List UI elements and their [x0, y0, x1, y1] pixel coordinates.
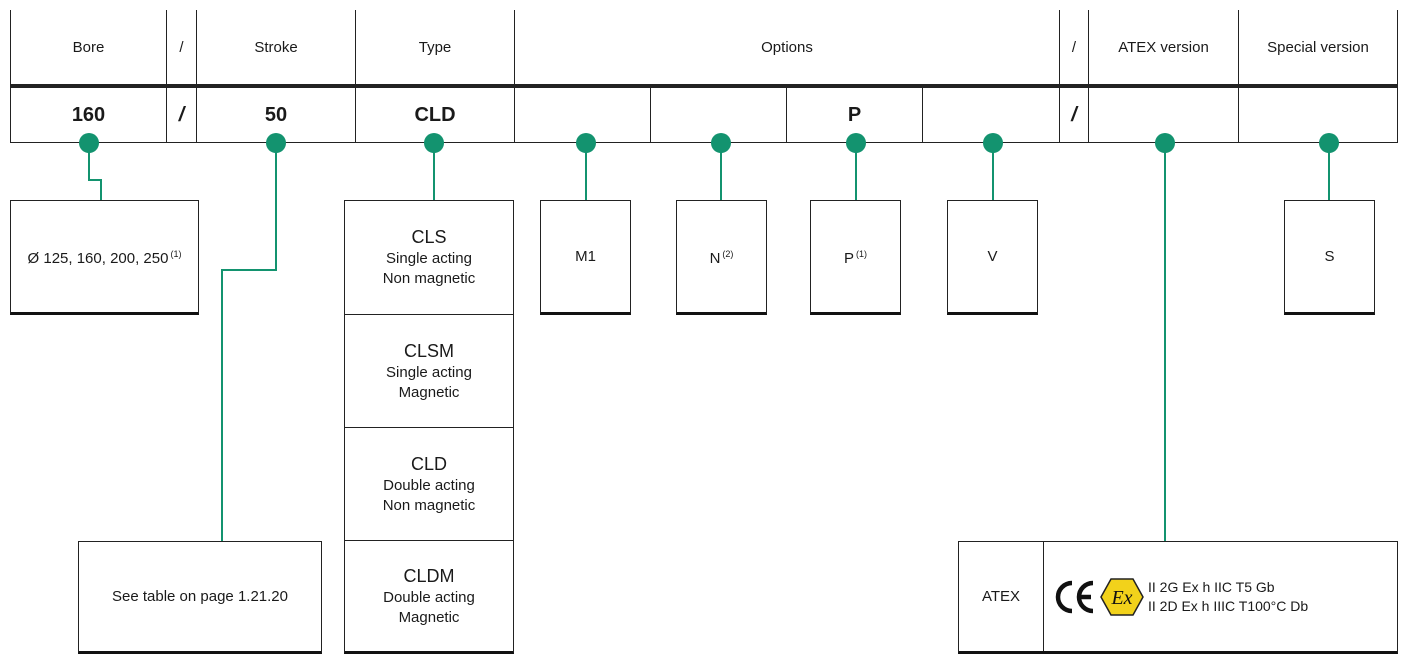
ce-mark-icon: [1055, 580, 1094, 613]
header-special-version: Special version: [1267, 38, 1369, 56]
code-separator: /: [178, 103, 185, 126]
header-atex-version: ATEX version: [1118, 38, 1209, 56]
header-separator: /: [1071, 38, 1077, 56]
option-n-box: N(2): [676, 200, 767, 315]
atex-marking-cell: Ex II 2G Ex h IIC T5 Gb II 2D Ex h IIIC …: [1044, 542, 1397, 651]
header-separator: /: [179, 38, 184, 56]
type-option-cldm: CLDM Double acting Magnetic: [344, 541, 514, 654]
footnote-ref: (1): [170, 249, 182, 259]
connector-dot: [424, 133, 444, 153]
option-label: N(2): [709, 249, 734, 267]
type-option-cls: CLS Single acting Non magnetic: [344, 200, 514, 315]
connector-line: [88, 179, 102, 181]
code-special: [1239, 88, 1397, 142]
type-description: Double acting: [383, 588, 475, 606]
ex-mark-text: Ex: [1110, 587, 1132, 609]
special-label: S: [1324, 248, 1335, 265]
type-description: Non magnetic: [382, 270, 476, 287]
connector-line: [100, 179, 102, 200]
grid-line: [166, 10, 167, 143]
connector-line: [433, 143, 435, 200]
connector-dot: [983, 133, 1003, 153]
connector-dot: [711, 133, 731, 153]
atex-gas-marking: II 2G Ex h IIC T5 Gb: [1148, 578, 1275, 595]
grid-line: [1397, 10, 1398, 143]
connector-line: [88, 143, 90, 181]
type-description: Single acting: [386, 250, 472, 267]
option-m1-box: M1: [540, 200, 631, 315]
code-bore: 160: [71, 103, 106, 126]
type-description: Non magnetic: [382, 496, 476, 514]
special-version-box: S: [1284, 200, 1375, 315]
connector-dot: [846, 133, 866, 153]
type-code: CLD: [410, 453, 447, 474]
code-type: CLD: [414, 103, 456, 126]
code-stroke: 50: [264, 103, 288, 126]
connector-dot: [266, 133, 286, 153]
connector-line: [992, 143, 994, 200]
code-separator: /: [1071, 103, 1077, 126]
type-description: Magnetic: [398, 608, 460, 626]
grid-line: [922, 88, 923, 143]
grid-line: [1088, 10, 1089, 143]
atex-box: ATEX Ex II 2G Ex h IIC T5 Gb II 2D Ex h …: [958, 541, 1398, 654]
type-code: CLDM: [403, 565, 455, 586]
grid-line: [650, 88, 651, 143]
connector-dot: [1155, 133, 1175, 153]
stroke-reference-text: See table on page 1.21.20: [112, 588, 288, 605]
atex-dust-marking: II 2D Ex h IIIC T100°C Db: [1148, 597, 1309, 614]
atex-label-cell: ATEX: [959, 542, 1044, 651]
table-top-rule: [10, 84, 1398, 88]
table-bottom-rule: [10, 142, 1398, 143]
connector-dot: [1319, 133, 1339, 153]
option-label: P(1): [843, 249, 867, 267]
stroke-reference-box: See table on page 1.21.20: [78, 541, 322, 654]
grid-line: [786, 88, 787, 143]
type-code: CLS: [411, 227, 447, 247]
grid-line: [10, 10, 11, 143]
connector-dot: [576, 133, 596, 153]
header-type: Type: [418, 38, 452, 56]
connector-line: [585, 143, 587, 200]
type-code: CLSM: [403, 340, 454, 361]
footnote-ref: (2): [722, 249, 734, 259]
connector-line: [275, 143, 277, 271]
bore-options-box: Ø 125, 160, 200, 250(1): [10, 200, 199, 315]
option-v-box: V: [947, 200, 1038, 315]
bore-options-text: Ø 125, 160, 200, 250(1): [27, 249, 182, 267]
connector-line: [221, 269, 277, 271]
option-label: V: [987, 248, 998, 265]
option-label: M1: [575, 248, 596, 265]
atex-label: ATEX: [981, 588, 1021, 605]
type-description: Single acting: [386, 363, 472, 381]
type-option-cld: CLD Double acting Non magnetic: [344, 428, 514, 541]
connector-line: [720, 143, 722, 200]
grid-line: [1238, 10, 1239, 143]
header-bore: Bore: [72, 38, 105, 56]
type-description: Double acting: [383, 476, 475, 494]
grid-line: [1059, 10, 1060, 143]
connector-line: [1164, 143, 1166, 541]
grid-line: [355, 10, 356, 143]
ex-hexagon-icon: Ex: [1100, 577, 1144, 616]
connector-line: [221, 269, 223, 541]
footnote-ref: (1): [856, 249, 867, 259]
connector-dot: [79, 133, 99, 153]
atex-marking-text: II 2G Ex h IIC T5 Gb II 2D Ex h IIIC T10…: [1148, 578, 1308, 616]
type-description: Magnetic: [398, 383, 460, 401]
header-options: Options: [761, 38, 813, 56]
option-p-box: P(1): [810, 200, 901, 315]
grid-line: [514, 10, 515, 143]
code-option-p: P: [847, 103, 862, 126]
connector-line: [855, 143, 857, 200]
type-option-clsm: CLSM Single acting Magnetic: [344, 315, 514, 428]
connector-line: [1328, 143, 1330, 200]
grid-line: [196, 10, 197, 143]
header-stroke: Stroke: [254, 38, 298, 56]
